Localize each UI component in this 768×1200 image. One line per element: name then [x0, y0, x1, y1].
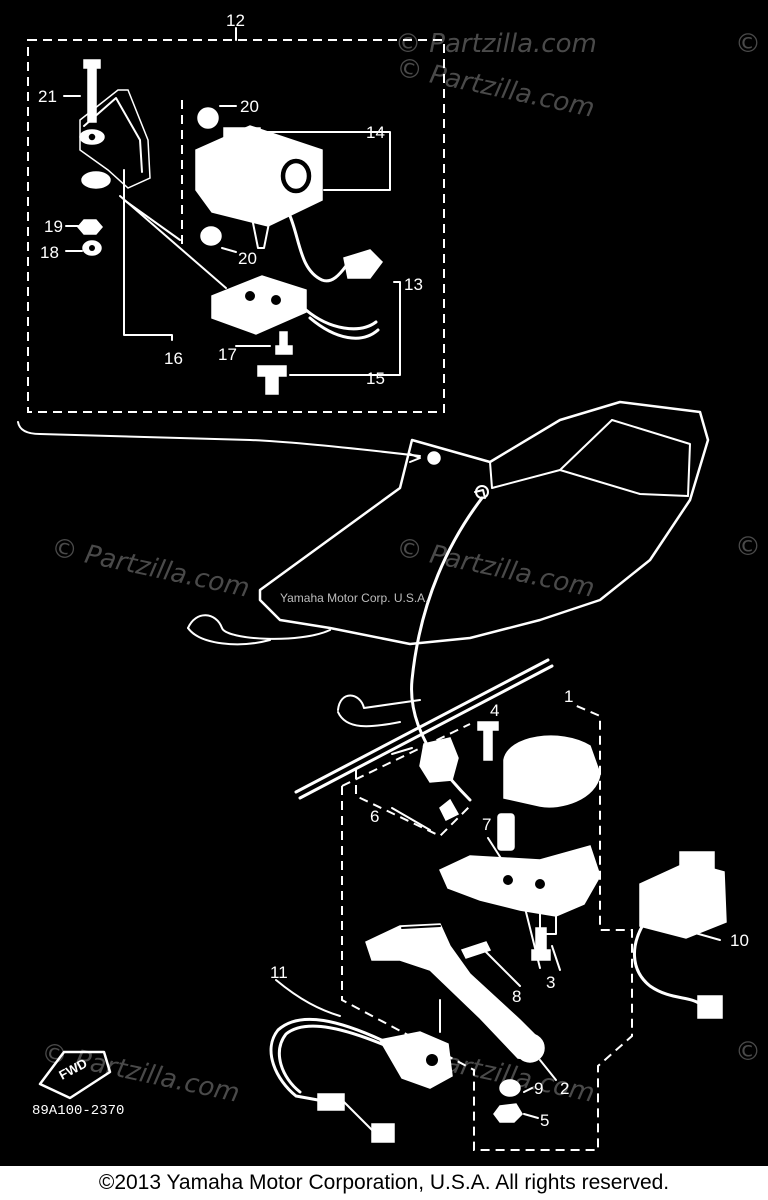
clamp-6 [419, 737, 459, 783]
handlebar-throttle-assembly [269, 658, 727, 1151]
callout-15: 15 [366, 369, 385, 388]
connector [697, 995, 723, 1019]
callout-21: 21 [38, 87, 57, 106]
watermark: © Partzilla.com [735, 1037, 768, 1067]
callout-19: 19 [44, 217, 63, 236]
watermark: © Partzilla.com [394, 53, 598, 124]
watermark: © Partzilla.com [395, 29, 597, 59]
grip-cover [503, 735, 601, 808]
lever-bracket [439, 845, 601, 917]
callout-3: 3 [546, 973, 555, 992]
spacer-7 [497, 813, 515, 851]
watermark: © Partzilla.com [735, 29, 768, 59]
grommet-20 [200, 226, 222, 246]
inset-assembly-12 [17, 27, 445, 463]
callout-1: 1 [564, 687, 573, 706]
callout-9: 9 [534, 1079, 543, 1098]
callout-10: 10 [730, 931, 749, 950]
bolt-21 [87, 65, 97, 123]
callout-16: 16 [164, 349, 183, 368]
watermark: © Partzilla.com [735, 532, 768, 562]
throttle-switch-11 [378, 1031, 453, 1089]
connector [371, 1123, 395, 1143]
callout-6: 6 [370, 807, 379, 826]
copyright-text: ©2013 Yamaha Motor Corporation, U.S.A. A… [98, 1171, 670, 1194]
callout-20: 20 [238, 249, 257, 268]
leader-bracket [17, 421, 421, 457]
copyright-footer: ©2013 Yamaha Motor Corporation, U.S.A. A… [0, 1166, 768, 1200]
parts-diagram: © Partzilla.com © Partzilla.com © Partzi… [17, 11, 768, 1151]
connector [343, 249, 383, 279]
callout-20: 20 [240, 97, 259, 116]
callout-11: 11 [270, 963, 288, 982]
callout-12: 12 [226, 11, 245, 30]
callout-7: 7 [482, 815, 491, 834]
nut-5 [493, 1103, 523, 1123]
callout-13: 13 [404, 275, 423, 294]
callout-14: 14 [366, 123, 385, 142]
callout-labels: 12 21 20 14 19 18 20 13 16 17 15 1 4 6 7… [38, 11, 749, 1130]
callout-17: 17 [218, 345, 237, 364]
nut-19 [77, 219, 103, 235]
watermark: © Partzilla.com [49, 533, 253, 604]
callout-5: 5 [540, 1111, 549, 1130]
screw-8 [460, 941, 492, 959]
grommet-20 [197, 107, 219, 129]
callout-18: 18 [40, 243, 59, 262]
drawing-code: 89A100-2370 [32, 1103, 124, 1119]
callout-2: 2 [560, 1079, 569, 1098]
plate-16 [211, 275, 307, 335]
inset-dashed-box [27, 39, 445, 413]
callout-8: 8 [512, 987, 521, 1006]
callout-4: 4 [490, 701, 499, 720]
washer-9 [499, 1079, 521, 1097]
center-watermark: Yamaha Motor Corp. U.S.A. [280, 591, 429, 605]
screw-4 [483, 725, 493, 761]
